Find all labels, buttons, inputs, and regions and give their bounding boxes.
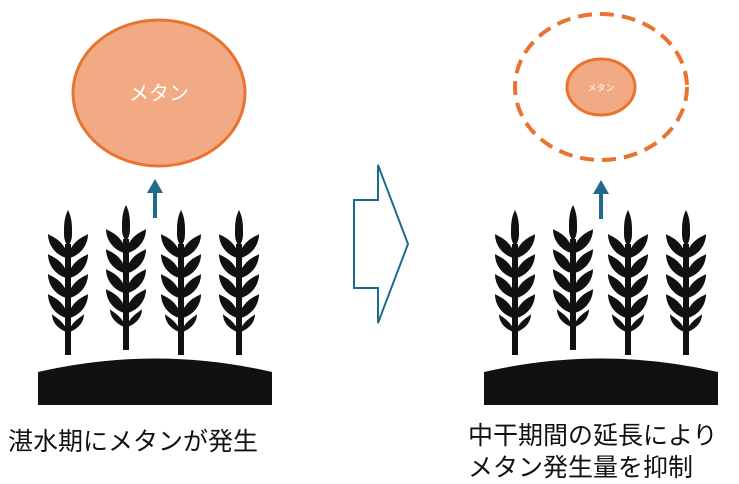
- soil-mound: [484, 358, 718, 405]
- up-arrow-icon: [147, 179, 163, 218]
- right-caption-line1: 中干期間の延長により: [468, 421, 718, 450]
- rice-plants-icon: [484, 205, 718, 405]
- left-panel: メタン: [38, 18, 272, 405]
- methane-label-small: メタン: [587, 83, 614, 94]
- left-caption: 湛水期にメタンが発生: [8, 427, 259, 456]
- methane-bubble-outline: [513, 12, 689, 162]
- right-caption: 中干期間の延長により メタン発生量を抑制: [468, 420, 718, 484]
- methane-bubble-small: [565, 57, 637, 117]
- right-panel: メタン: [484, 12, 718, 405]
- right-caption-line2: メタン発生量を抑制: [468, 453, 694, 482]
- soil-mound: [38, 358, 272, 405]
- methane-label-large: メタン: [129, 81, 189, 105]
- transition-arrow-icon: [353, 164, 410, 324]
- methane-bubble-large: [71, 18, 247, 168]
- rice-plants-icon: [38, 205, 272, 405]
- up-arrow-icon: [593, 180, 609, 219]
